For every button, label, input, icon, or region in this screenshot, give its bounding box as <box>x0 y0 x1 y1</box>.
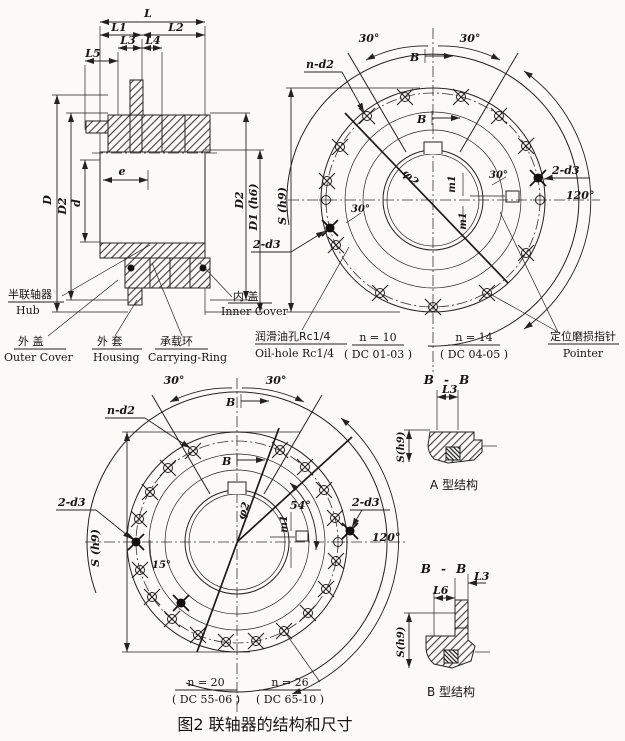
keyway-bottom <box>227 481 247 494</box>
dim-L: L <box>143 7 152 20</box>
right-diameter-dims: D2 D1 (h6) <box>205 112 264 313</box>
oil-hole-en: Oil-hole Rc1/4 <box>255 347 334 360</box>
section-b-2: B <box>416 113 426 126</box>
dim-D2-right: D2 <box>233 191 246 210</box>
pointer-zh: 定位磨损指针 <box>550 329 616 343</box>
angle-top-left-b: 30° <box>164 374 185 387</box>
dim-L2: L2 <box>167 21 184 34</box>
pointer-en: Pointer <box>563 347 604 360</box>
section-b-3: B <box>225 396 235 409</box>
variant-dc6510: ( DC 65-10 ) <box>256 693 324 706</box>
dim-S-bottom: S (h9) <box>89 529 102 567</box>
pins-right-top: 2-d3 <box>551 164 580 177</box>
pin-right <box>529 169 547 187</box>
angle-top-left-t: 30° <box>359 32 380 45</box>
pins-right-bottom: 2-d3 <box>351 496 380 509</box>
dim-L3: L3 <box>119 34 136 47</box>
left-diameter-dims: D D2 d <box>41 94 128 313</box>
variant-n26: n = 26 <box>271 676 308 689</box>
section-view: L L1 L2 L3 L4 L5 e <box>4 7 289 364</box>
angle-15: 15° <box>152 560 171 571</box>
angle-120-top: 120° <box>566 189 594 202</box>
variant-dc0103: ( DC 01-03 ) <box>344 348 412 361</box>
dim-L4: L4 <box>144 34 160 47</box>
detail-b-L6: L6 <box>432 584 449 597</box>
label-carrying-ring-en: Carrying-Ring <box>148 351 227 364</box>
detail-b-header: B - B <box>420 562 470 576</box>
label-housing-zh: 外 套 <box>97 335 123 348</box>
dim-L1: L1 <box>110 21 126 34</box>
detail-a-L3: L3 <box>441 383 458 396</box>
pin-right-b <box>341 522 359 540</box>
detail-b-S: S(h9) <box>396 626 407 657</box>
center-dia-top: φ2 <box>400 167 422 189</box>
detail-b-caption: B 型结构 <box>427 684 475 699</box>
angle-inner-right-t: 30° <box>489 170 508 181</box>
n-d2-top: n-d2 <box>306 58 334 71</box>
section-body: e <box>85 79 218 306</box>
angle-top-right-b: 30° <box>266 374 287 387</box>
dim-D1: D1 (h6) <box>247 183 260 231</box>
detail-a: B - B L3 S(h9) A 型结构 <box>396 373 497 492</box>
pins-left-top: 2-d3 <box>252 238 281 251</box>
pointer-slot-b <box>295 530 309 542</box>
detail-b-L3: L3 <box>473 570 490 583</box>
label-inner-cover-en: Inner Cover <box>221 305 289 318</box>
figure-caption: 图2 联轴器的结构和尺寸 <box>177 715 352 734</box>
dim-S-top: S (h9) <box>276 187 289 225</box>
front-view-top: φ2 m1 m1 30° 30° B B n-d2 2-d3 2-d3 30° <box>251 28 619 372</box>
variant-dc5506: ( DC 55-06 ) <box>172 693 240 706</box>
part-labels: 半联轴器 Hub 外 盖 Outer Cover 外 套 Housing 承载环… <box>4 244 289 364</box>
dim-e: e <box>119 165 126 178</box>
oil-hole-zh: 润滑油孔Rc1/4 <box>255 329 330 343</box>
angle-top-right-t: 30° <box>460 32 481 45</box>
top-circle-notes: 润滑油孔Rc1/4 Oil-hole Rc1/4 n = 10 ( DC 01-… <box>255 211 619 361</box>
detail-a-caption: A 型结构 <box>430 477 478 492</box>
label-outer-cover-en: Outer Cover <box>4 351 74 364</box>
bolt-holes-bottom-circle <box>127 441 359 651</box>
detail-a-S: S(h9) <box>396 431 407 462</box>
label-outer-cover-zh: 外 盖 <box>18 334 44 348</box>
angle-inner-left-t: 30° <box>351 204 370 215</box>
m1-bottom: m1 <box>279 515 290 533</box>
m1-upper-top: m1 <box>447 175 458 193</box>
variant-n10: n = 10 <box>359 331 396 344</box>
angle-120-bottom: 120° <box>372 531 400 544</box>
label-hub-zh: 半联轴器 <box>8 287 52 301</box>
center-dia-bottom: φ2 <box>235 500 253 521</box>
label-hub-en: Hub <box>16 304 40 317</box>
dim-D2-left: D2 <box>56 197 69 216</box>
section-b-1: B <box>409 51 419 64</box>
label-housing-en: Housing <box>93 351 140 364</box>
pins-left-bottom: 2-d3 <box>57 496 86 509</box>
variant-n14: n = 14 <box>455 331 492 344</box>
n-d2-bottom: n-d2 <box>107 404 135 417</box>
detail-b: B - B L3 L6 S(h9) B 型结构 <box>396 562 490 699</box>
dim-D: D <box>41 195 54 206</box>
front-view-bottom: φ2 m1 54° 15° 30° 30° B B n-d2 2-d3 2- <box>56 374 405 712</box>
m1-lower-top: m1 <box>458 212 469 230</box>
detail-b-section-shape <box>425 627 476 669</box>
section-b-4: B <box>221 455 231 468</box>
variant-n20: n = 20 <box>187 676 224 689</box>
angle-54: 54° <box>290 499 311 512</box>
dim-d: d <box>70 199 83 207</box>
bottom-circle-notes: n = 20 ( DC 55-06 ) n = 26 ( DC 65-10 ) <box>172 627 324 706</box>
label-inner-cover-zh: 内 盖 <box>233 289 259 303</box>
detail-a-header: B - B <box>423 373 473 387</box>
pointer-slot <box>505 190 520 203</box>
keyway <box>423 141 443 154</box>
dim-L5: L5 <box>84 47 100 60</box>
variant-dc0405: ( DC 04-05 ) <box>440 348 508 361</box>
label-carrying-ring-zh: 承载环 <box>160 335 193 348</box>
